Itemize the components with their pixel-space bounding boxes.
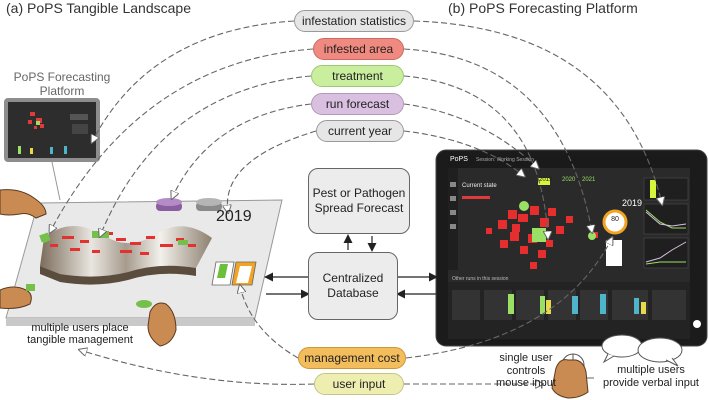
mouse-with-hand <box>551 353 589 399</box>
mini-screen-label-line1: PoPS Forecasting <box>13 70 111 84</box>
arrow-treatment-to-table <box>100 75 312 236</box>
connection-arrows <box>50 20 662 385</box>
tablet-device <box>435 149 708 347</box>
forecast-box-line1: Pest or Pathogen <box>312 186 406 200</box>
arrow-stats-to-tablet <box>413 20 662 204</box>
caption-multi-line1: multiple users <box>617 364 685 376</box>
arrow-forecast-to-button <box>172 103 312 198</box>
database-box: Centralized Database <box>308 252 398 320</box>
tangible-landscape-table <box>5 198 283 326</box>
arrow-forecast-to-tablet <box>403 103 538 168</box>
caption-place-line2: tangible management <box>27 334 133 346</box>
user-hands <box>0 189 177 347</box>
caption-multi-line2: provide verbal input <box>602 376 699 389</box>
tablet-year-last: 2021 <box>582 177 596 183</box>
database-box-line2: Database <box>327 286 379 300</box>
landscape-year: 2019 <box>216 208 252 225</box>
mini-screen-label-line2: Platform <box>39 84 85 98</box>
tablet-year-current: 2019 <box>539 177 553 183</box>
caption-single-line1: single user <box>499 352 553 364</box>
pill-infestation-statistics: infestation statistics <box>294 10 414 32</box>
tablet-other-runs: Other runs in this session <box>452 276 509 282</box>
panel-b-title: (b) PoPS Forecasting Platform <box>448 0 638 16</box>
arrow-year-to-table <box>227 130 317 212</box>
caption-multiple-users: multiple users provide verbal input <box>596 364 706 389</box>
arrow-stats-to-mini <box>92 20 295 142</box>
arrow-cost-to-tablet <box>405 238 612 359</box>
forecast-box-line2: Spread Forecast <box>314 201 404 215</box>
caption-single-line2: controls <box>506 364 546 377</box>
mini-screen-label: PoPS Forecasting Platform <box>2 70 122 98</box>
pill-run-forecast: run forecast <box>311 93 404 115</box>
tablet-year-display: 2019 <box>622 198 643 208</box>
arrow-cost-to-table <box>240 286 299 359</box>
tablet-current-state: Current state <box>462 183 497 189</box>
pill-infested-area: infested area <box>313 38 404 60</box>
arrow-treatment-to-tablet <box>403 75 548 238</box>
pill-treatment: treatment <box>311 65 404 87</box>
caption-single-line3: mouse input <box>496 377 556 390</box>
database-box-line1: Centralized <box>322 271 384 285</box>
mini-forecast-screen <box>4 98 100 201</box>
arrow-area-to-tablet <box>403 48 592 232</box>
tablet-app-logo: PoPS <box>450 156 468 163</box>
tablet-year-next: 2020 <box>562 177 576 183</box>
panel-a-title: (a) PoPS Tangible Landscape <box>6 0 191 16</box>
pill-management-cost: management cost <box>298 347 406 369</box>
caption-single-user: single user controls mouse input <box>494 352 558 390</box>
caption-place-line1: multiple users place <box>31 322 129 334</box>
forecast-box: Pest or Pathogen Spread Forecast <box>308 168 410 234</box>
tablet-session-tab: Session: Working Session <box>476 157 534 163</box>
speech-bubbles-icon <box>601 334 683 367</box>
tablet-budget-value: 80 <box>611 216 619 223</box>
arrow-input-to-users <box>80 350 315 385</box>
pill-current-year: current year <box>316 120 404 142</box>
pill-user-input: user input <box>314 373 404 395</box>
arrow-area-to-table <box>50 48 314 232</box>
caption-place-management: multiple users place tangible management <box>18 322 142 346</box>
data-flow-arrows <box>264 234 438 299</box>
